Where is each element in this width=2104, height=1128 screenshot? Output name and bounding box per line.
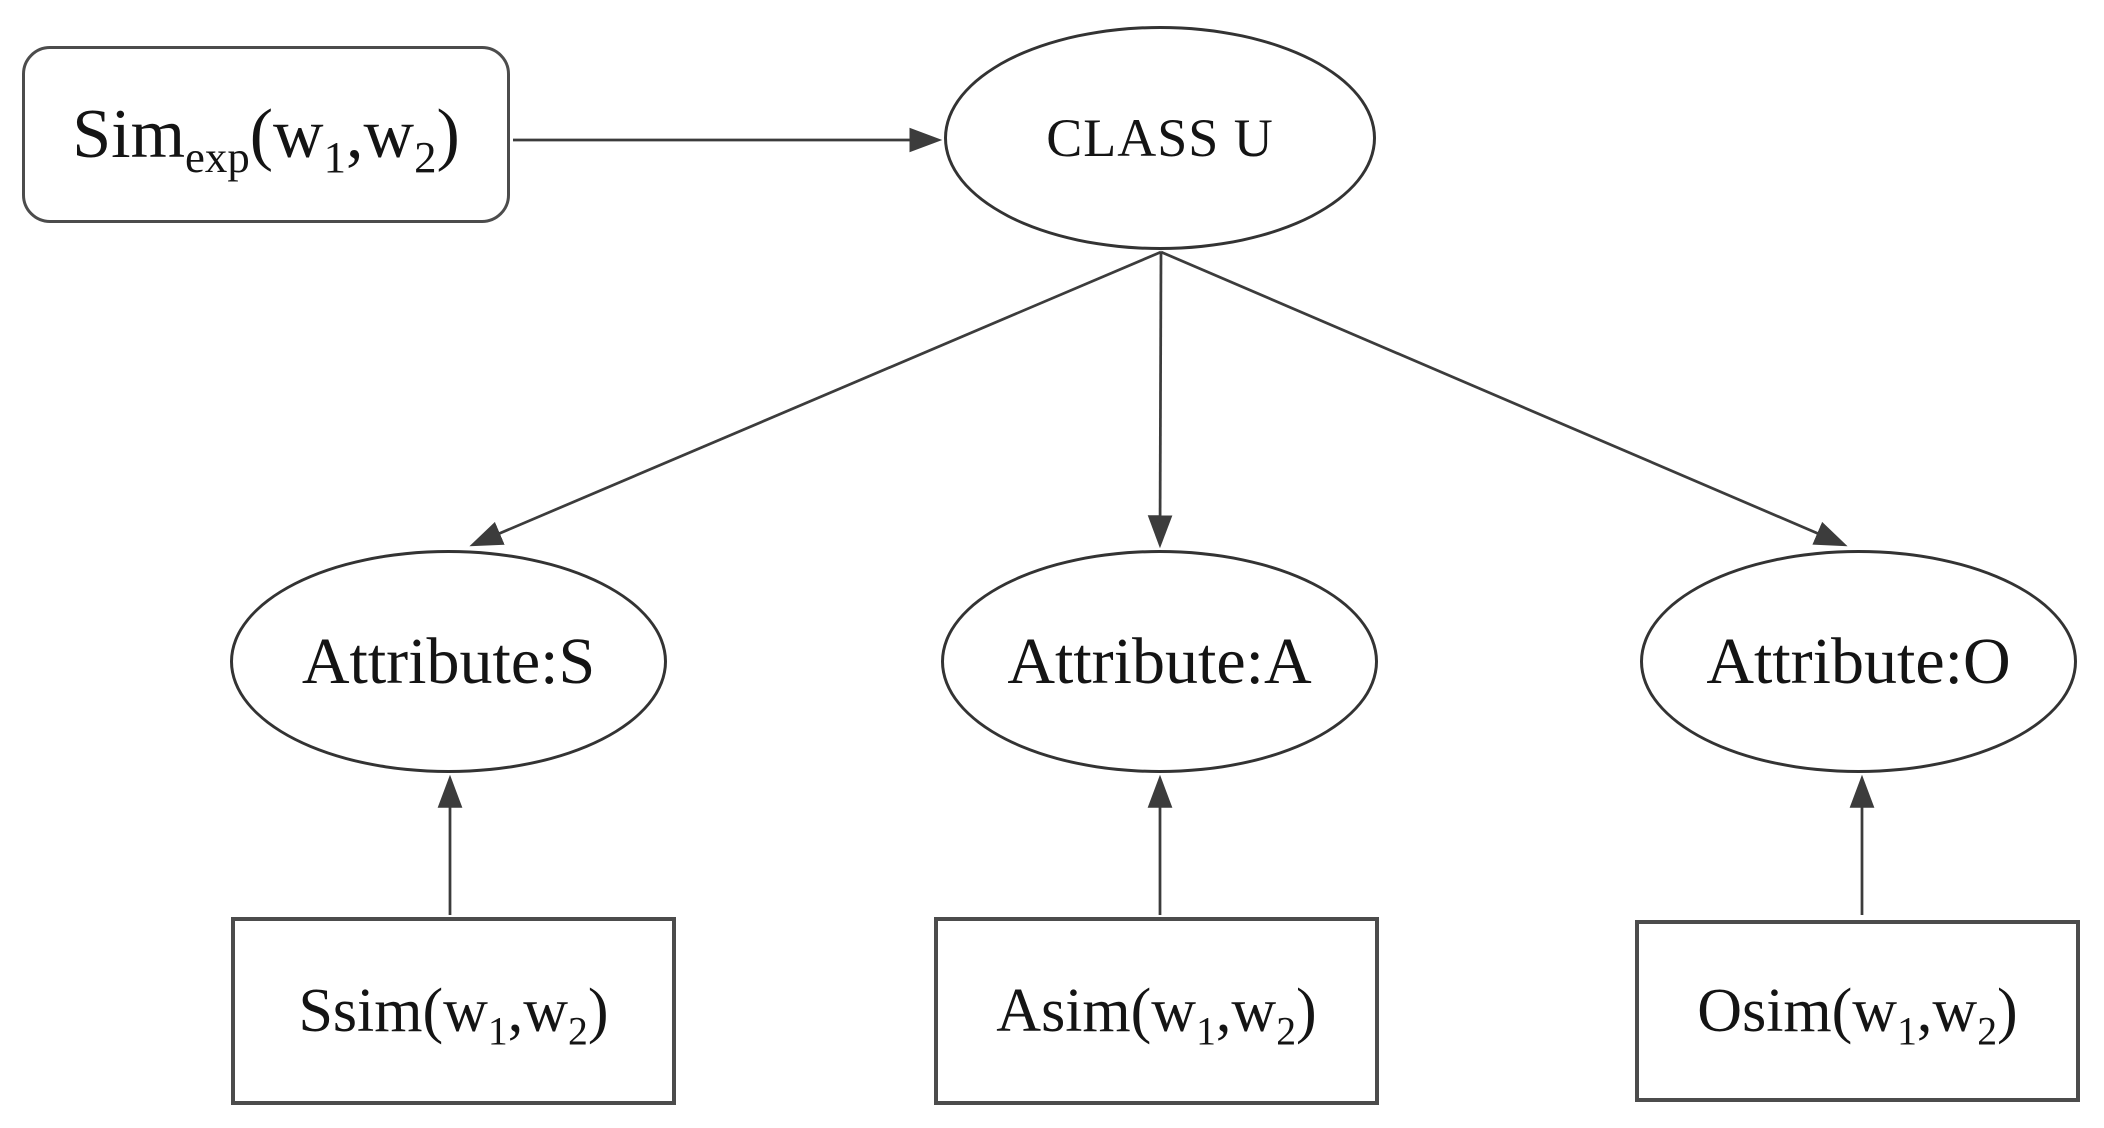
formula-subscript: 2 [414,131,437,182]
formula-subscript: 1 [323,131,346,182]
formula-text-part: ) [587,977,609,1045]
asim-label: Asim(w1,w2) [996,977,1317,1051]
ssim-node: Ssim(w1,w2) [231,917,676,1105]
formula-text-part: ) [436,95,460,173]
sim-exp-label: Simexp(w1,w2) [72,99,460,179]
attribute-a-label: Attribute:A [1007,624,1312,698]
formula-text-part: Ssim(w [298,977,488,1045]
edge-class-u-to-attr-s [469,250,1162,547]
formula-subscript: 2 [1977,1009,1998,1054]
formula-text-part: ,w [1215,977,1277,1045]
ssim-label: Ssim(w1,w2) [298,977,609,1051]
attribute-s-node: Attribute:S [230,550,667,773]
formula-text-part: Osim(w [1697,977,1898,1045]
formula-text-part: ,w [1916,977,1978,1045]
formula-text-part: ,w [507,977,569,1045]
formula-text-part: (w [249,95,324,173]
formula-text-part: Sim [72,95,186,173]
formula-text-part: ) [1296,977,1317,1045]
formula-subscript: 2 [568,1009,588,1054]
sim-exp-node: Simexp(w1,w2) [22,46,510,223]
formula-subscript: 1 [1897,1009,1917,1054]
edge-class-u-to-attr-o [1160,250,1848,547]
edge-class-u-to-attr-a [1147,251,1173,549]
attribute-s-label: Attribute:S [301,624,596,698]
attribute-o-node: Attribute:O [1640,550,2077,773]
formula-subscript: exp [185,131,250,182]
formula-text-part: Asim(w [996,977,1197,1045]
class-u-label: CLASS U [1046,108,1274,168]
attribute-o-label: Attribute:O [1706,624,2011,698]
formula-subscript: 2 [1276,1009,1297,1054]
attribute-a-node: Attribute:A [941,550,1378,773]
formula-text-part: ) [1997,977,2018,1045]
formula-text-part: ,w [346,95,415,173]
osim-node: Osim(w1,w2) [1635,920,2080,1102]
asim-node: Asim(w1,w2) [934,917,1379,1105]
osim-label: Osim(w1,w2) [1697,977,2018,1051]
class-u-node: CLASS U [944,26,1376,250]
formula-subscript: 1 [487,1009,508,1054]
formula-subscript: 1 [1196,1009,1216,1054]
